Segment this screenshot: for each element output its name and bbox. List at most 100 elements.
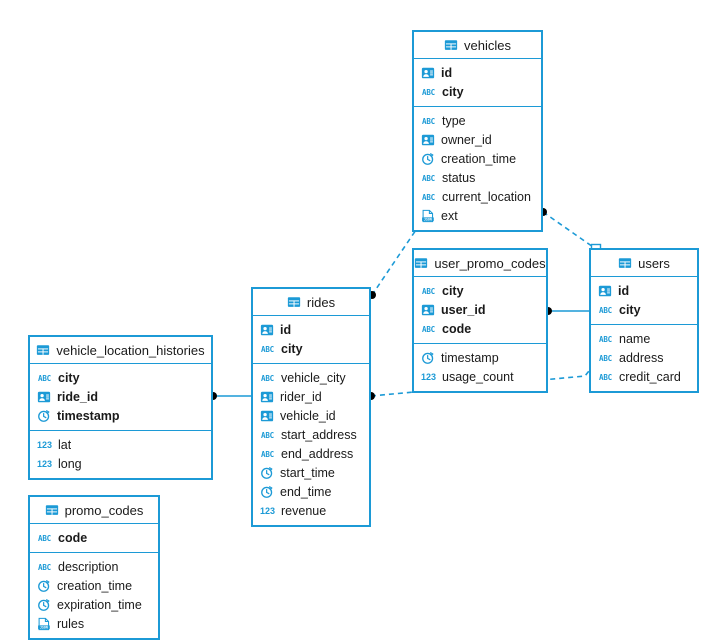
table-header[interactable]: rides <box>253 289 369 316</box>
field-label: city <box>281 341 303 356</box>
field-row[interactable]: rider_id <box>253 387 369 406</box>
field-label: description <box>58 559 119 574</box>
field-label: city <box>619 302 641 317</box>
field-row[interactable]: vehicle_id <box>253 406 369 425</box>
table-name: vehicle_location_histories <box>56 342 205 358</box>
table-header[interactable]: vehicles <box>414 32 541 59</box>
table-icon <box>45 503 59 517</box>
field-row[interactable]: id <box>414 63 541 82</box>
relationship-vehicle_location_histories-to-rides[interactable] <box>209 392 251 400</box>
field-row[interactable]: creation_time <box>30 576 158 595</box>
field-row[interactable]: 123 revenue <box>253 501 369 520</box>
field-label: ext <box>441 208 458 223</box>
json-icon: JSON <box>421 209 435 223</box>
field-label: revenue <box>281 503 327 518</box>
id-badge-icon <box>421 133 435 147</box>
field-row[interactable]: ABC code <box>30 528 158 547</box>
field-label: owner_id <box>441 132 492 147</box>
field-label: vehicle_city <box>281 370 346 385</box>
abc-icon: ABC <box>422 116 435 126</box>
id-badge-icon <box>37 390 51 404</box>
field-label: name <box>619 331 651 346</box>
field-row[interactable]: owner_id <box>414 130 541 149</box>
field-row[interactable]: JSON ext <box>414 206 541 225</box>
field-row[interactable]: ABC city <box>591 300 697 319</box>
table-icon <box>36 343 50 357</box>
field-row[interactable]: timestamp <box>414 348 546 367</box>
field-row[interactable]: id <box>253 320 369 339</box>
table-icon <box>444 38 458 52</box>
field-row[interactable]: ABC city <box>30 368 211 387</box>
field-label: code <box>58 530 88 545</box>
field-label: credit_card <box>619 369 681 384</box>
field-label: end_time <box>280 484 332 499</box>
abc-icon: ABC <box>38 373 51 383</box>
number-icon: 123 <box>260 506 276 516</box>
table-header[interactable]: users <box>591 250 697 277</box>
field-row[interactable]: timestamp <box>30 406 211 425</box>
clock-icon <box>37 579 51 593</box>
field-row[interactable]: ABC description <box>30 557 158 576</box>
field-row[interactable]: ABC credit_card <box>591 367 697 386</box>
abc-icon: ABC <box>599 305 612 315</box>
abc-icon: ABC <box>38 533 51 543</box>
field-row[interactable]: id <box>591 281 697 300</box>
table-icon <box>618 256 632 270</box>
field-row[interactable]: ABC type <box>414 111 541 130</box>
table-header[interactable]: user_promo_codes <box>414 250 546 277</box>
field-row[interactable]: creation_time <box>414 149 541 168</box>
abc-icon: ABC <box>599 372 612 382</box>
table-header[interactable]: promo_codes <box>30 497 158 524</box>
id-badge-icon <box>260 323 274 337</box>
field-label: type <box>442 113 466 128</box>
field-row[interactable]: end_time <box>253 482 369 501</box>
field-row[interactable]: user_id <box>414 300 546 319</box>
table-icon <box>414 256 428 270</box>
field-label: city <box>58 370 80 385</box>
abc-icon: ABC <box>261 430 274 440</box>
field-row[interactable]: ride_id <box>30 387 211 406</box>
field-label: timestamp <box>441 350 499 365</box>
field-label: usage_count <box>442 369 514 384</box>
field-row[interactable]: start_time <box>253 463 369 482</box>
abc-icon: ABC <box>422 324 435 334</box>
relationship-user_promo_codes-to-users[interactable] <box>544 307 589 315</box>
field-label: city <box>442 283 464 298</box>
relationship-vehicles-to-users[interactable] <box>539 208 602 255</box>
table-header[interactable]: vehicle_location_histories <box>30 337 211 364</box>
field-label: rules <box>57 616 85 631</box>
field-row[interactable]: expiration_time <box>30 595 158 614</box>
primary-key-section: ABC code <box>30 524 158 553</box>
field-label: id <box>280 322 292 337</box>
abc-icon: ABC <box>38 562 51 572</box>
